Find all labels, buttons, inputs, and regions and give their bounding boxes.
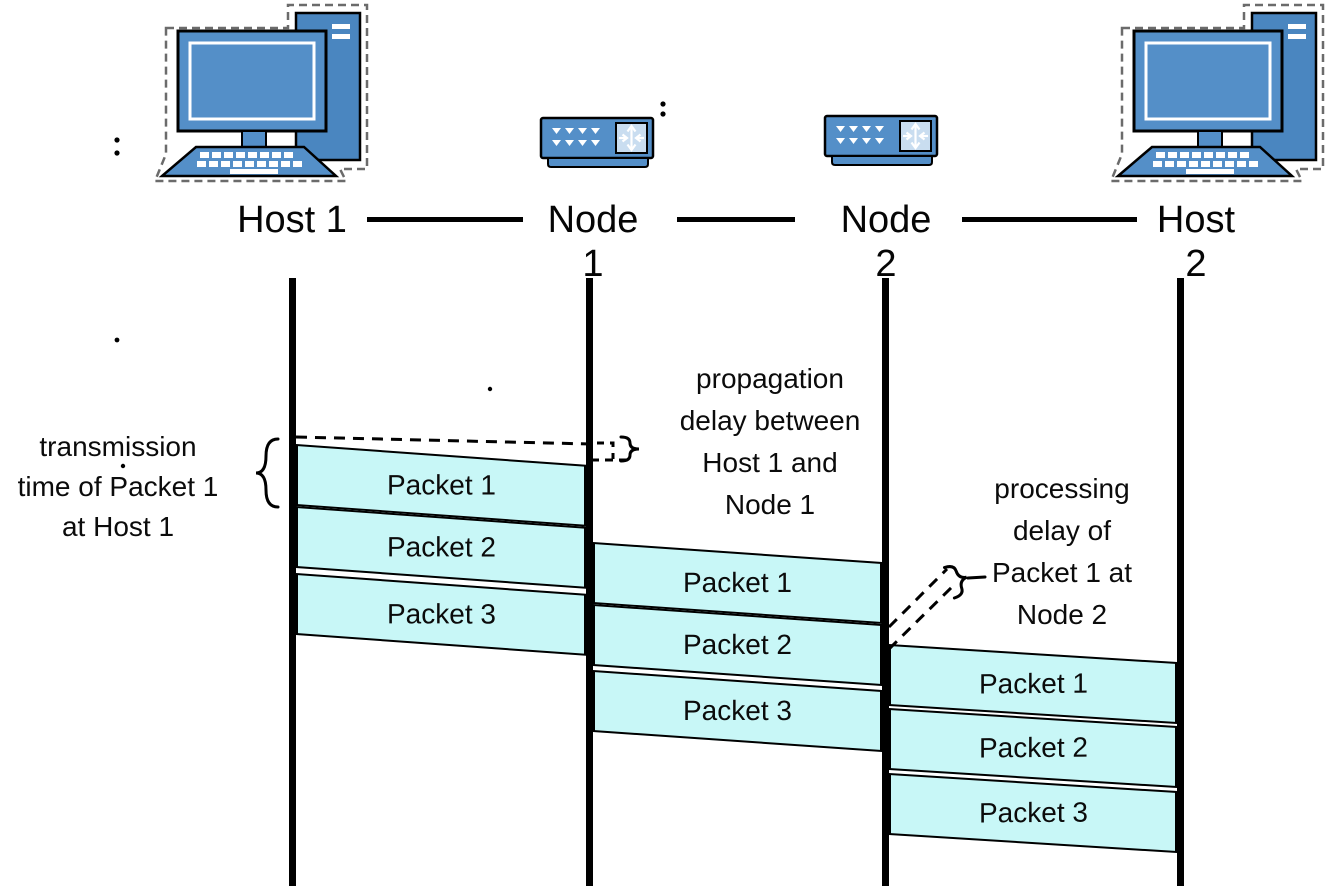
label-host2: Host 2 xyxy=(1136,198,1256,286)
processing-dashed-line-upper xyxy=(887,567,949,629)
label-node1-line: Node xyxy=(547,199,639,241)
propagation-dashed-line xyxy=(295,435,592,446)
timeline-host2 xyxy=(1177,278,1184,886)
router-base xyxy=(547,157,649,168)
propagation-dashed-corner xyxy=(597,441,615,459)
annotation-line: delay of xyxy=(1012,515,1112,546)
annotation-line: Node 1 xyxy=(724,489,816,520)
crossing-arrows xyxy=(619,124,644,152)
label-host2-line: 2 xyxy=(1185,243,1207,285)
annotation-transmission-time: transmission time of Packet 1 at Host 1 xyxy=(2,427,234,547)
timeline-node1 xyxy=(586,278,593,886)
link-node1-node2 xyxy=(677,217,795,222)
annotation-line: at Host 1 xyxy=(61,511,175,542)
router-ports xyxy=(836,126,884,144)
monitor-screen xyxy=(188,41,316,121)
propagation-delay-brace xyxy=(619,435,640,463)
selection-dashed-outline xyxy=(153,3,369,183)
tower-slot xyxy=(1288,24,1306,29)
annotation-line: propagation xyxy=(696,363,844,394)
link-node2-host2 xyxy=(962,217,1137,222)
keyboard-keys xyxy=(1153,152,1258,174)
annotation-line: Host 1 and xyxy=(702,447,838,478)
host1-computer-icon xyxy=(153,3,369,183)
tower-slot xyxy=(1288,34,1306,39)
timeline-node2 xyxy=(882,278,889,886)
label-node2-line: 2 xyxy=(875,243,897,285)
host2-computer-icon xyxy=(1109,3,1325,183)
keyboard-keys xyxy=(197,152,302,174)
timeline-host1 xyxy=(289,278,296,886)
annotation-line: Node 2 xyxy=(1016,599,1108,630)
label-node2-line: Node xyxy=(840,199,932,241)
label-node2: Node 2 xyxy=(826,198,946,286)
router-ports xyxy=(552,128,600,146)
node1-router-icon xyxy=(539,116,655,168)
annotation-line: processing xyxy=(994,473,1130,504)
monitor-icon xyxy=(1132,29,1284,133)
link-host1-node1 xyxy=(367,217,523,222)
annotation-propagation-delay: propagation delay between Host 1 and Nod… xyxy=(640,358,900,526)
processing-dashed-line-lower xyxy=(887,584,955,651)
selection-dashed-outline xyxy=(1109,3,1325,183)
tower-slot xyxy=(332,34,350,39)
annotation-line: time of Packet 1 xyxy=(17,471,219,502)
stray-dots xyxy=(114,101,666,469)
monitor-icon xyxy=(176,29,328,133)
label-host1-line: Host 1 xyxy=(237,199,347,241)
tower-slot xyxy=(332,24,350,29)
processing-delay-brace xyxy=(942,565,968,600)
processing-delay-brace-tail xyxy=(966,575,987,580)
label-node1: Node 1 xyxy=(533,198,653,286)
router-base xyxy=(831,155,933,166)
annotation-line: transmission xyxy=(39,431,197,462)
label-node1-line: 1 xyxy=(582,243,604,285)
annotation-line: Packet 1 at xyxy=(991,557,1133,588)
annotation-processing-delay: processing delay of Packet 1 at Node 2 xyxy=(947,468,1177,636)
node2-router-icon xyxy=(823,114,939,166)
label-host2-line: Host xyxy=(1156,199,1236,241)
label-host1: Host 1 xyxy=(192,198,392,242)
transmission-time-brace xyxy=(255,437,280,509)
crossing-arrows xyxy=(903,122,928,150)
monitor-screen xyxy=(1144,41,1272,121)
annotation-line: delay between xyxy=(679,405,861,436)
